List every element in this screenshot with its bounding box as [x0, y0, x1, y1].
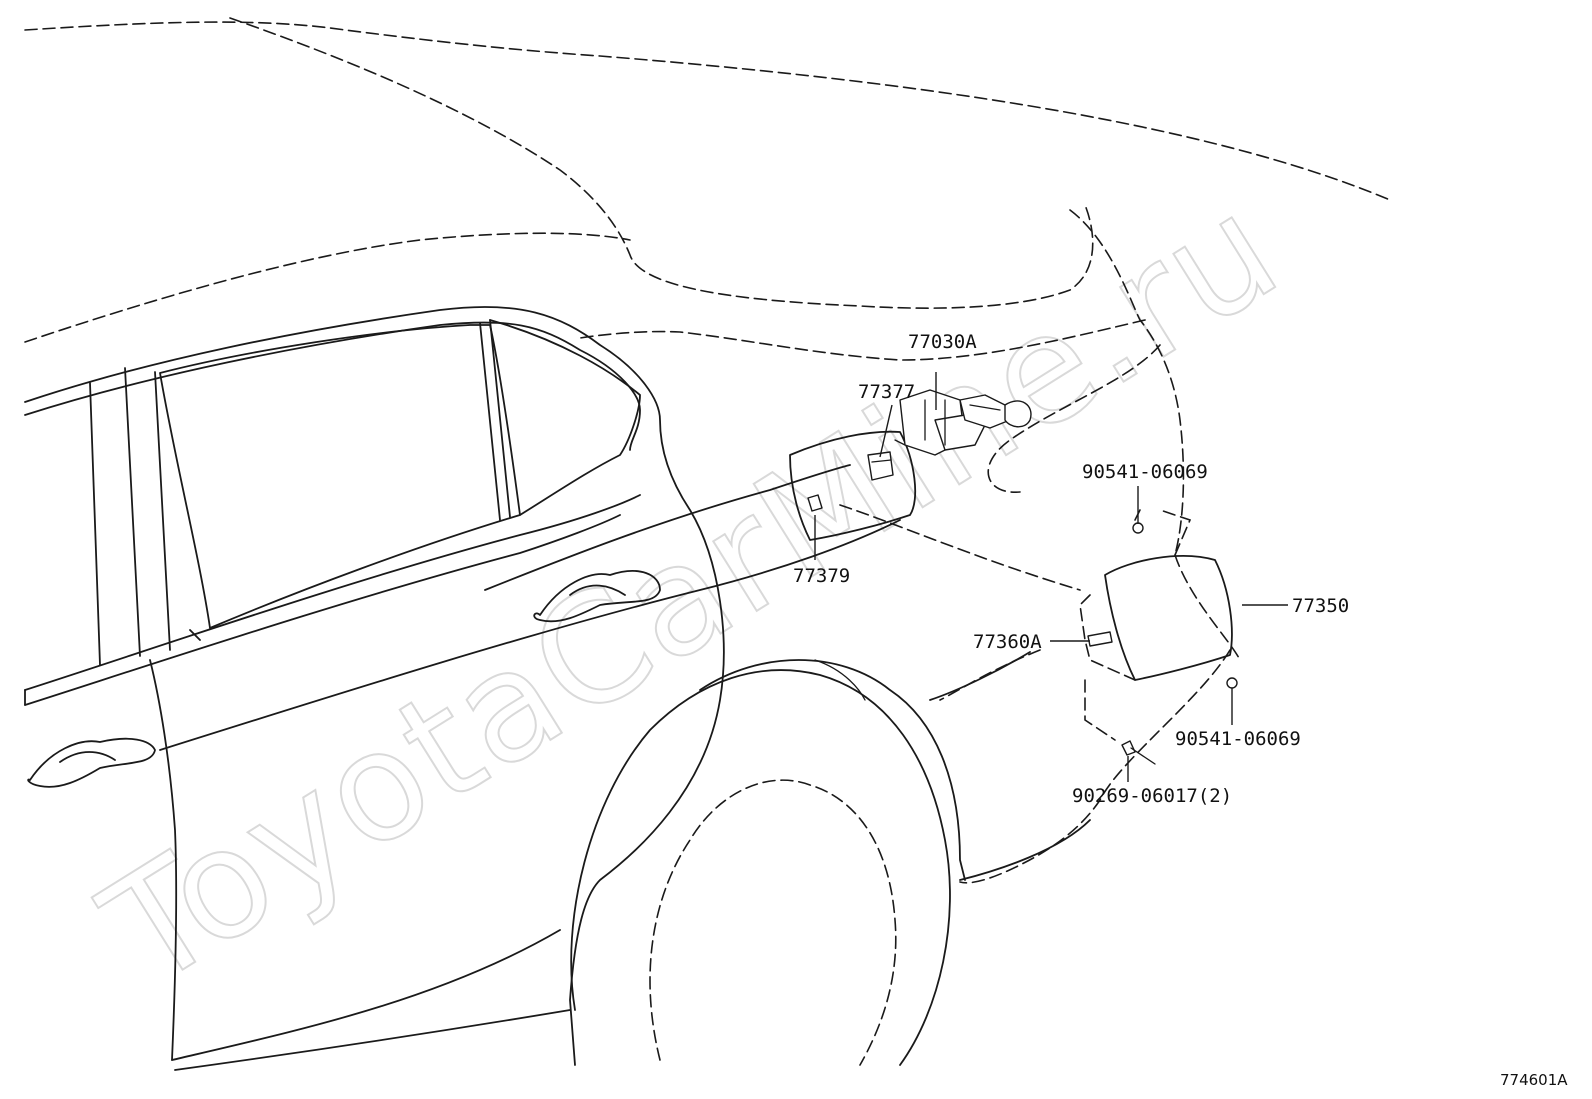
label-bumper: 77379 — [793, 565, 850, 587]
fuel-lid-lock-assembly — [894, 389, 1032, 456]
fuel-lid-guide — [867, 451, 894, 481]
car-body-outline — [24, 17, 1391, 884]
part-labels: 77030A 77377 77379 77350 77360A 90541-06… — [793, 331, 1349, 807]
car-body-solid — [24, 306, 1091, 1071]
label-fuel-lid: 77350 — [1292, 595, 1349, 617]
leader-lines — [814, 372, 1288, 782]
label-hinge: 77360A — [973, 631, 1042, 653]
label-screw-lower: 90541-06069 — [1175, 728, 1301, 750]
label-lock-assembly: 77030A — [908, 331, 977, 353]
screw-lower — [1226, 677, 1238, 689]
label-pin: 90269-06017(2) — [1072, 785, 1232, 807]
fuel-filler-opening — [789, 430, 917, 541]
fuel-lid-bumper — [807, 494, 823, 512]
fuel-lid — [1079, 509, 1233, 741]
screw-upper — [1132, 522, 1144, 534]
label-guide: 77377 — [858, 381, 915, 403]
diagram-code: 774601A — [1500, 1071, 1568, 1089]
fuel-lid-hinge — [1087, 631, 1113, 647]
pin — [1121, 740, 1156, 765]
label-screw-upper: 90541-06069 — [1082, 461, 1208, 483]
